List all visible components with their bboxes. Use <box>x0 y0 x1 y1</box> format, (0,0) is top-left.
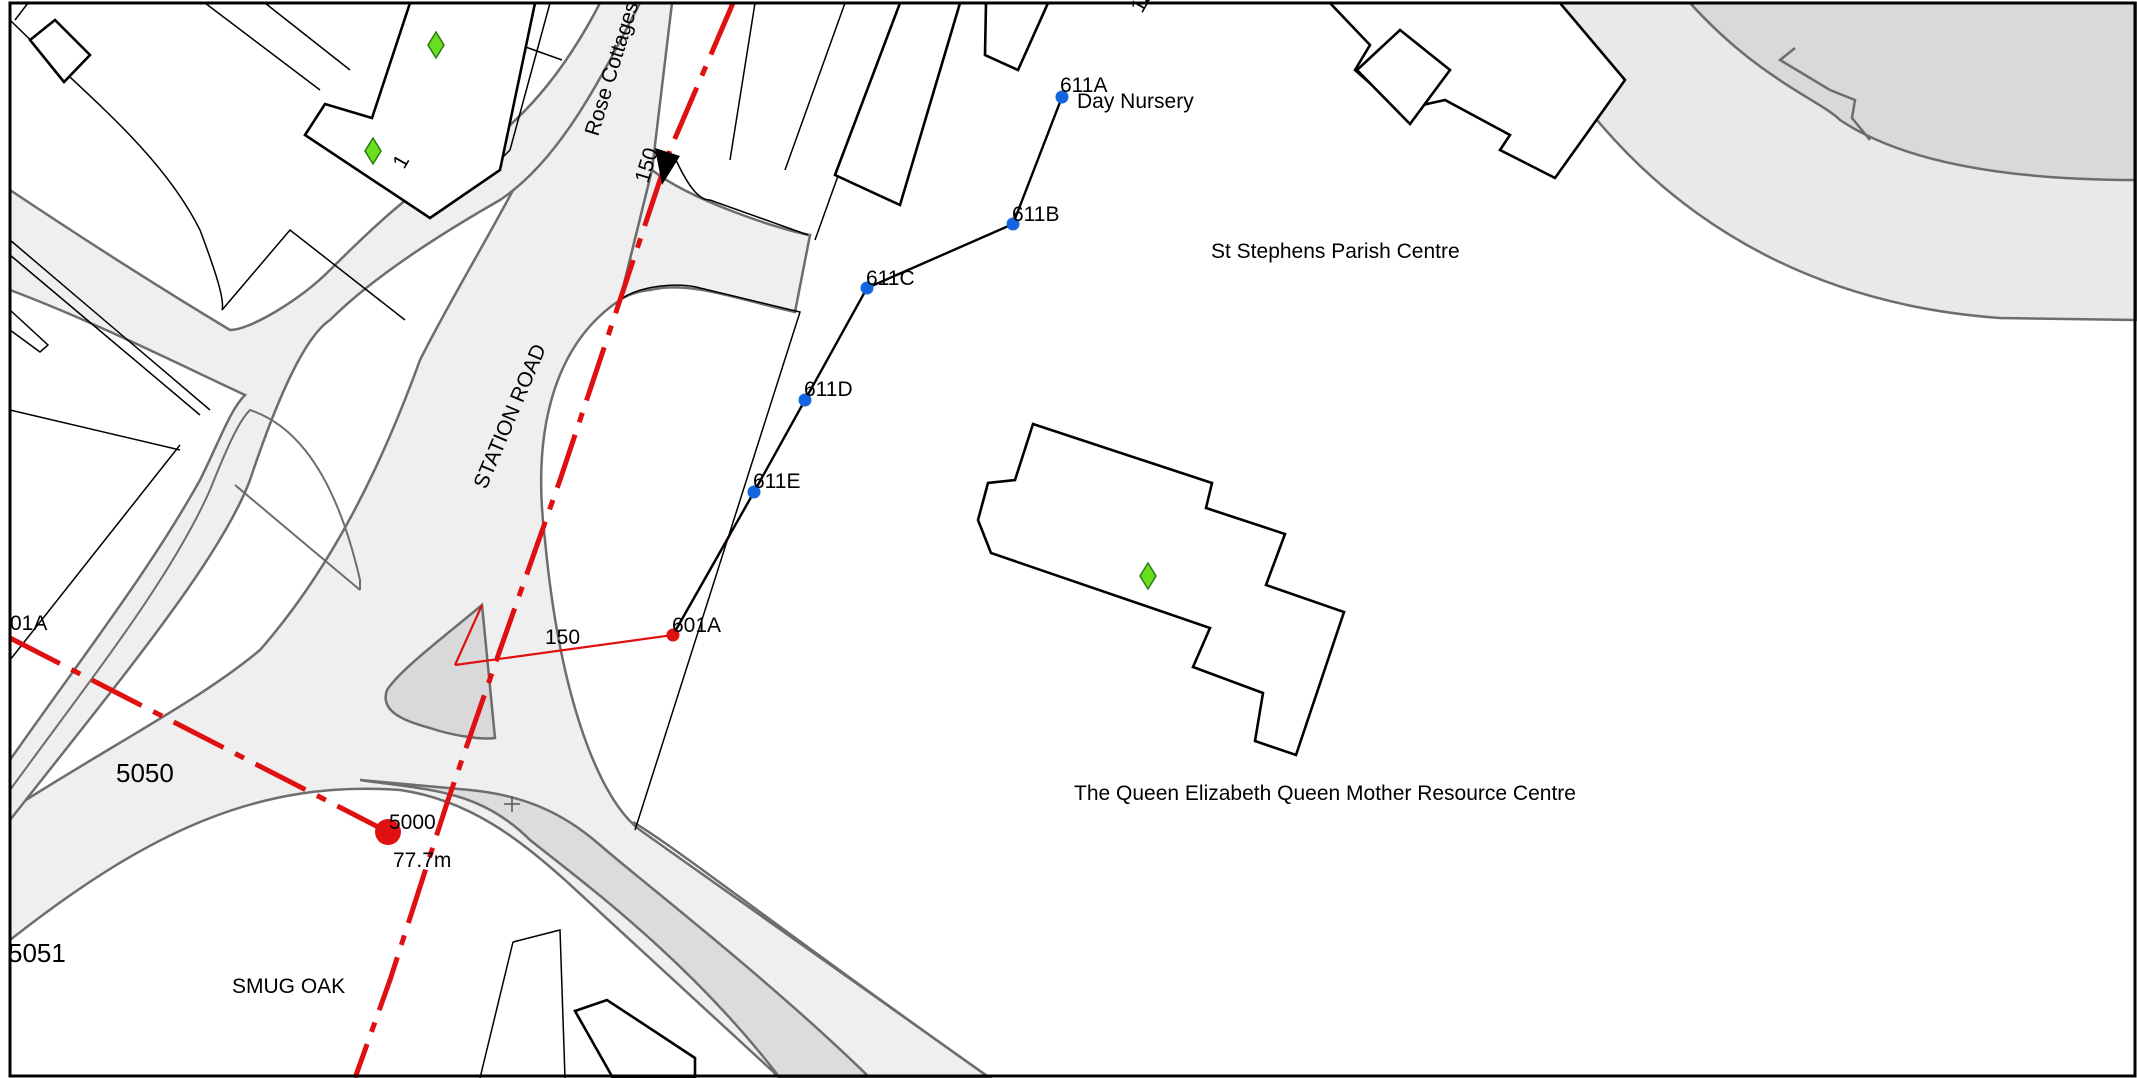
ref-5051-label: 5051 <box>8 938 66 968</box>
buildings <box>28 1 1627 1078</box>
flow-arrow-icon <box>655 148 680 185</box>
green-diamond-marker-icon[interactable] <box>364 136 382 166</box>
cover-level-label: 77.7m <box>393 849 451 872</box>
manhole-611C-label: 611C <box>866 267 915 290</box>
manhole-611A-label: 611A <box>1060 74 1108 97</box>
manhole-611E-node[interactable] <box>747 485 761 499</box>
manhole-611B-node[interactable] <box>1006 217 1020 231</box>
parish-centre-label: St Stephens Parish Centre <box>1211 240 1460 263</box>
green-diamond-marker-icon[interactable] <box>427 30 445 60</box>
pipe-size-lateral-label: 150 <box>545 626 580 649</box>
manhole-nodes <box>375 90 1069 845</box>
manhole-611E-label: 611E <box>753 470 801 493</box>
manhole-01A-label: 01A <box>10 612 47 635</box>
green-diamond-marker-icon[interactable] <box>1139 561 1157 591</box>
manhole-5000-label: 5000 <box>389 811 436 834</box>
crosshair-icon <box>504 796 520 812</box>
manhole-611D-node[interactable] <box>798 393 812 407</box>
manhole-601A-node[interactable] <box>666 628 680 642</box>
ref-5050-label: 5050 <box>116 758 174 788</box>
manhole-611B-label: 611B <box>1012 203 1060 226</box>
manhole-601A-label: 601A <box>672 614 721 637</box>
map-border <box>8 1 2137 1078</box>
private-drain-line <box>671 96 1064 636</box>
manhole-611C-node[interactable] <box>860 281 874 295</box>
open-ground-area <box>1517 1 2137 322</box>
resource-centre-label: The Queen Elizabeth Queen Mother Resourc… <box>1074 782 1576 805</box>
manhole-611A-node[interactable] <box>1055 90 1069 104</box>
manhole-611D-label: 611D <box>804 378 853 401</box>
smug-oak-label: SMUG OAK <box>232 975 345 998</box>
manhole-5000-node[interactable] <box>375 819 401 845</box>
day-nursery-label: Day Nursery <box>1077 90 1194 113</box>
